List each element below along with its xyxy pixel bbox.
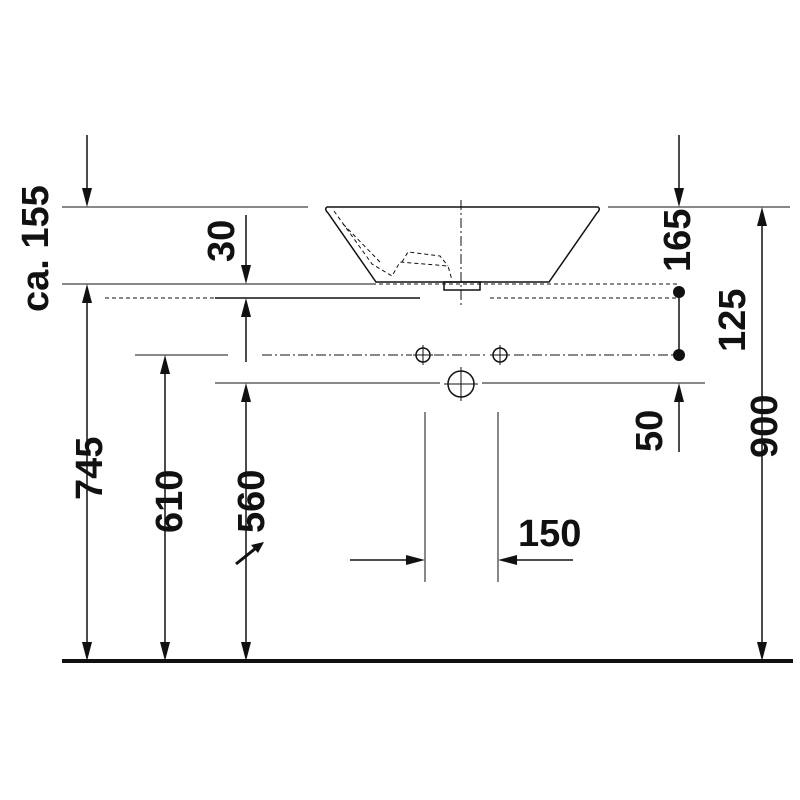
arrow-50-up (674, 383, 684, 402)
dimension-label-560: 560 (231, 470, 273, 533)
dimension-label-ca155: ca. 155 (15, 185, 57, 312)
arrow-165-right (674, 188, 684, 207)
arrow-900-bottom (757, 642, 767, 661)
pointer-arrow-icon (235, 542, 264, 566)
dimension-label-610: 610 (149, 470, 191, 533)
dimension-label-125: 125 (712, 289, 754, 352)
dimension-label-745: 745 (69, 437, 111, 500)
waste-outlet-icon (444, 367, 478, 401)
arrow-150-left (406, 555, 425, 565)
supply-fitting-right-icon (490, 345, 510, 365)
arrow-155-left (82, 188, 92, 207)
arrow-610-bottom (160, 642, 170, 661)
arrow-150-right (498, 555, 517, 565)
arrow-30-up (241, 298, 251, 317)
arrow-560-top (241, 383, 251, 402)
dimension-label-900: 900 (744, 395, 786, 458)
arrow-30-down (241, 265, 251, 284)
dimension-label-165: 165 (657, 209, 699, 272)
vessel-basin (324, 200, 601, 306)
arrow-900-top (757, 207, 767, 226)
arrow-745-bottom (82, 642, 92, 661)
arrow-560-bottom (241, 642, 251, 661)
supply-fitting-left-icon (413, 345, 433, 365)
arrow-745-top (82, 284, 92, 303)
dimension-label-50: 50 (629, 410, 671, 452)
dimension-label-150: 150 (518, 513, 581, 555)
arrow-610-top (160, 355, 170, 374)
dimension-label-30: 30 (201, 220, 243, 262)
